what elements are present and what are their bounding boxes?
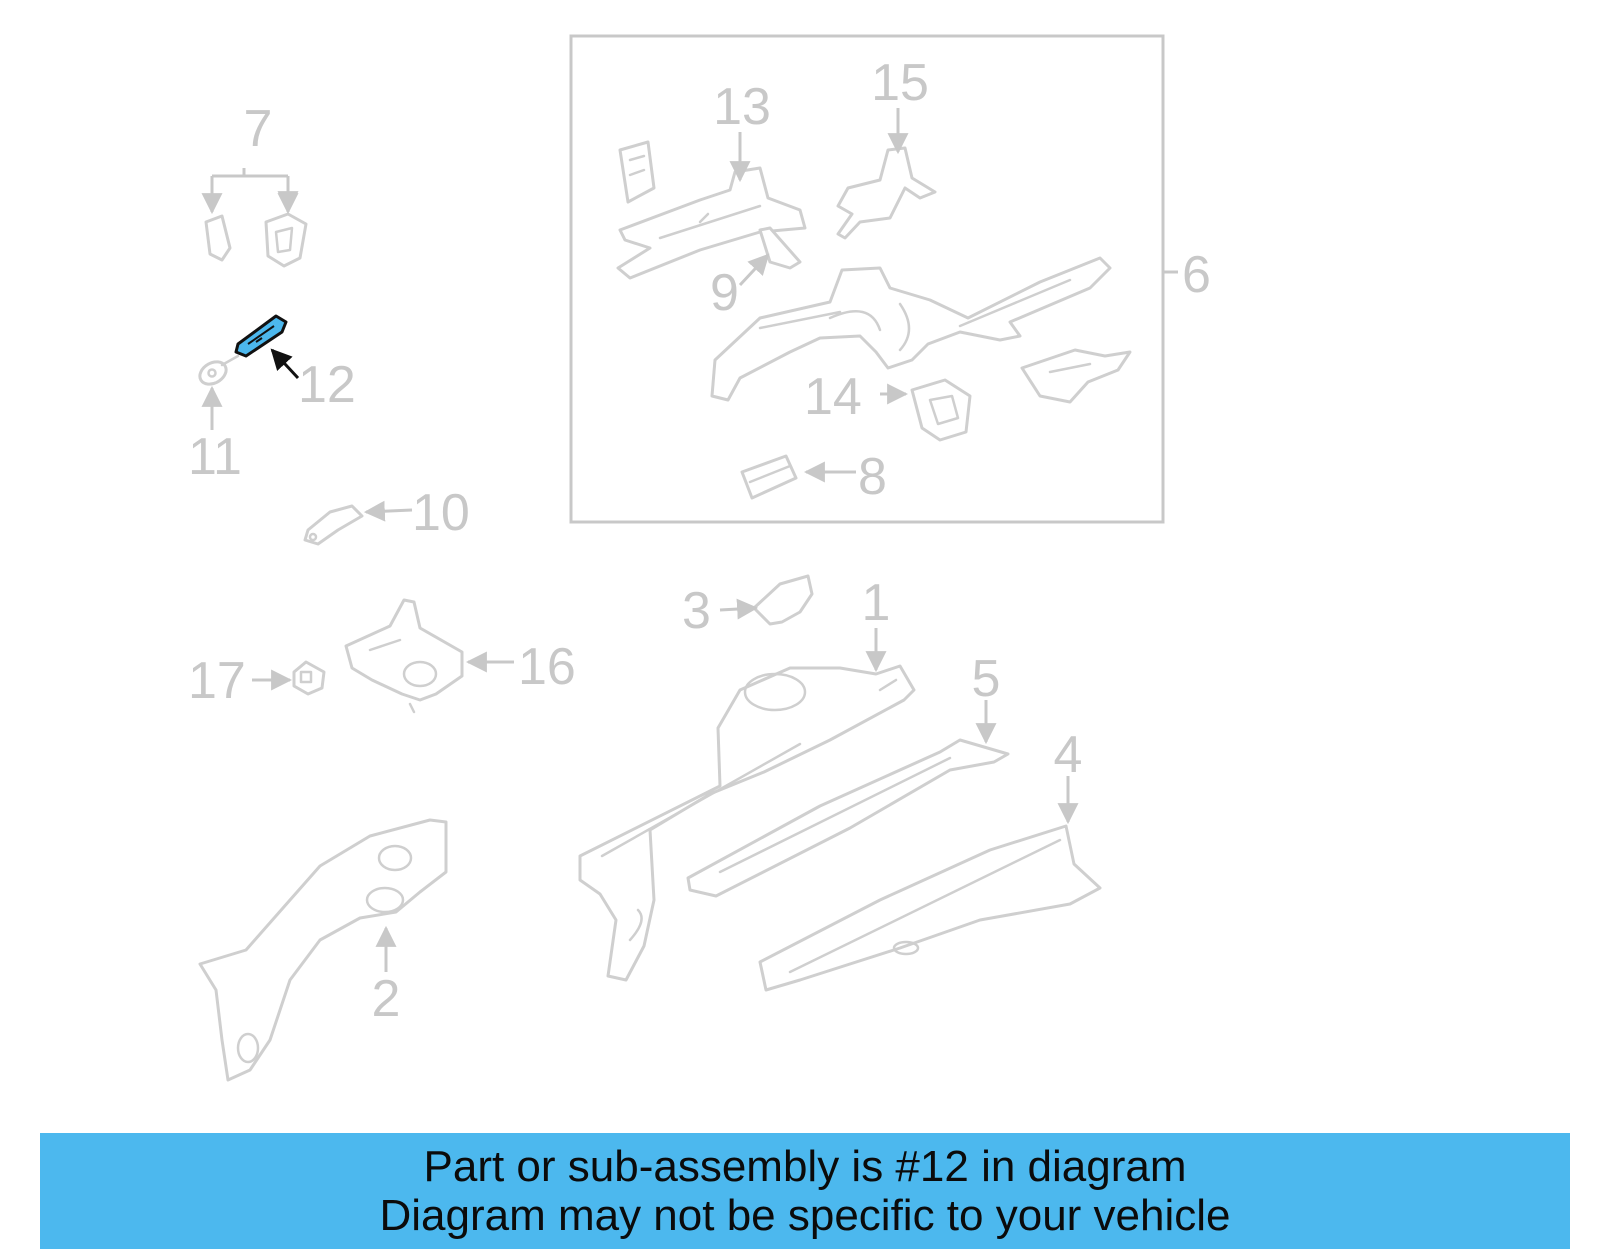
part-3-bracket[interactable] — [752, 574, 814, 626]
subassembly-6-frame — [569, 34, 1165, 524]
callout-11: 11 — [188, 428, 242, 486]
callout-2: 2 — [372, 970, 401, 1028]
leader-lines — [201, 108, 1079, 972]
callout-14: 14 — [804, 368, 862, 426]
part-6-main-rail-assembly[interactable] — [710, 256, 1132, 404]
callout-13: 13 — [713, 78, 771, 136]
callout-7: 7 — [244, 100, 273, 158]
callout-10: 10 — [412, 484, 470, 542]
callout-15: 15 — [871, 54, 929, 112]
callout-5: 5 — [972, 650, 1001, 708]
callout-3: 3 — [682, 582, 711, 640]
part-14-support[interactable] — [910, 378, 972, 442]
part-8-clip[interactable] — [740, 454, 798, 500]
part-5-reinforcement[interactable] — [686, 738, 1010, 898]
part-11-washer[interactable] — [196, 354, 240, 389]
banner-line-2: Diagram may not be specific to your vehi… — [379, 1191, 1231, 1240]
callout-12[interactable]: 12 — [298, 356, 356, 414]
callout-16: 16 — [518, 638, 576, 696]
part-12-highlighted[interactable] — [234, 314, 288, 358]
part-17-nut[interactable] — [292, 660, 326, 696]
callout-9: 9 — [710, 264, 739, 322]
part-7-bushings[interactable] — [204, 212, 308, 268]
callout-1: 1 — [862, 574, 891, 632]
callout-4: 4 — [1054, 726, 1083, 784]
part-4-inner-panel[interactable] — [758, 824, 1102, 992]
part-9-bracket[interactable] — [758, 226, 802, 270]
part-13-upper-rail[interactable] — [616, 140, 807, 280]
callout-8: 8 — [858, 448, 887, 506]
part-15-bracket[interactable] — [836, 146, 937, 240]
info-banner: Part or sub-assembly is #12 in diagram D… — [40, 1133, 1570, 1249]
part-1-front-side-member[interactable] — [578, 664, 916, 982]
callout-labels: 7 13 15 6 9 12 14 11 8 10 3 1 16 17 5 4 … — [188, 54, 1211, 1028]
callout-17: 17 — [188, 652, 246, 710]
part-10-bracket[interactable] — [303, 504, 364, 546]
part-2-wheelhouse[interactable] — [198, 818, 448, 1082]
callout-6: 6 — [1182, 246, 1211, 304]
banner-line-1: Part or sub-assembly is #12 in diagram — [423, 1141, 1187, 1191]
part-16-mount[interactable] — [344, 598, 464, 714]
